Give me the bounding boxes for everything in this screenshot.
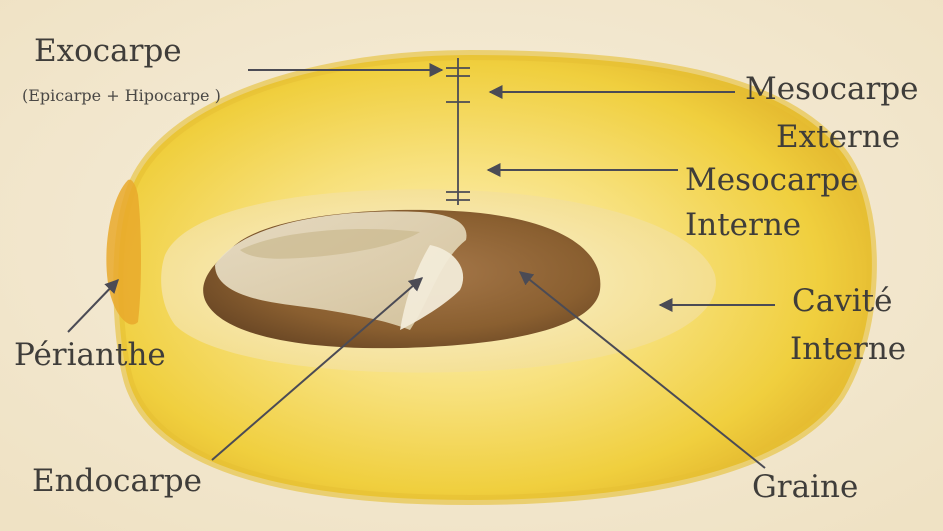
label-mesocarpe-interne-line1: Mesocarpe (685, 165, 859, 196)
label-perianthe: Périanthe (14, 340, 166, 371)
label-mesocarpe-externe-line1: Mesocarpe (745, 74, 919, 105)
label-cavite-interne-line2: Interne (790, 334, 906, 365)
label-exocarpe-detail: (Epicarpe + Hipocarpe ) (22, 88, 221, 104)
label-cavite-interne-line1: Cavité (792, 286, 892, 317)
label-mesocarpe-externe-line2: Externe (776, 122, 900, 153)
label-endocarpe: Endocarpe (32, 466, 202, 497)
label-exocarpe: Exocarpe (34, 36, 182, 67)
label-mesocarpe-interne-line2: Interne (685, 210, 801, 241)
label-graine: Graine (752, 472, 858, 503)
